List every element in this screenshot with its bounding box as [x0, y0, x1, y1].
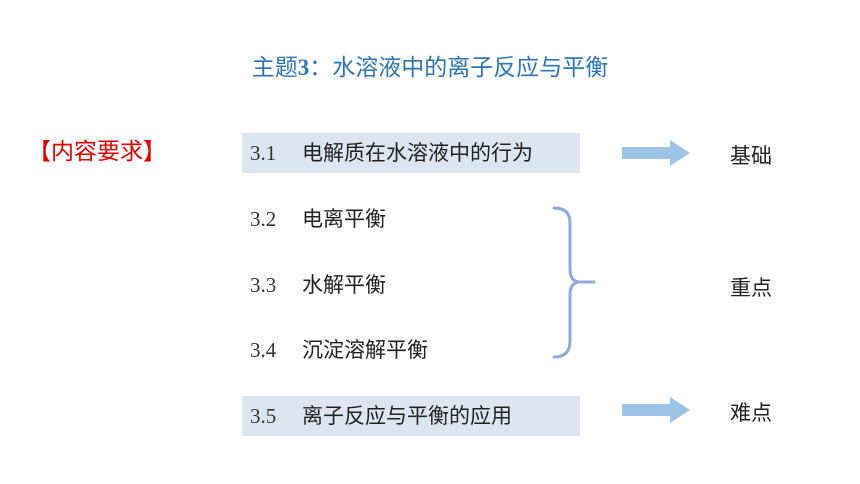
title-number: 3 [297, 55, 310, 80]
item-text: 水解平衡 [302, 273, 386, 297]
arrow-right-icon [622, 140, 690, 166]
title-prefix: 主题 [251, 55, 298, 81]
item-number: 3.1 [250, 141, 277, 165]
arrow-right-icon [622, 397, 690, 423]
tag-key: 重点 [730, 276, 772, 300]
tag-difficult: 难点 [730, 401, 772, 425]
item-number: 3.4 [250, 338, 277, 362]
slide-title: 主题3：水溶液中的离子反应与平衡 [0, 48, 860, 82]
item-3-3: 3.3 水解平衡 [242, 265, 386, 305]
item-3-1: 3.1 电解质在水溶液中的行为 [242, 133, 580, 173]
right-brace-icon [552, 206, 596, 359]
item-3-5: 3.5 离子反应与平衡的应用 [242, 396, 580, 436]
item-text: 电解质在水溶液中的行为 [302, 141, 533, 165]
item-number: 3.3 [250, 273, 277, 297]
item-number: 3.2 [250, 207, 277, 231]
tag-basic: 基础 [730, 144, 772, 168]
item-number: 3.5 [250, 404, 277, 428]
item-text: 离子反应与平衡的应用 [302, 404, 512, 428]
item-text: 沉淀溶解平衡 [302, 338, 428, 362]
title-suffix: ：水溶液中的离子反应与平衡 [309, 55, 609, 81]
requirement-label: 【内容要求】 [28, 139, 166, 165]
item-3-4: 3.4 沉淀溶解平衡 [242, 330, 428, 370]
item-text: 电离平衡 [302, 207, 386, 231]
item-3-2: 3.2 电离平衡 [242, 199, 386, 239]
